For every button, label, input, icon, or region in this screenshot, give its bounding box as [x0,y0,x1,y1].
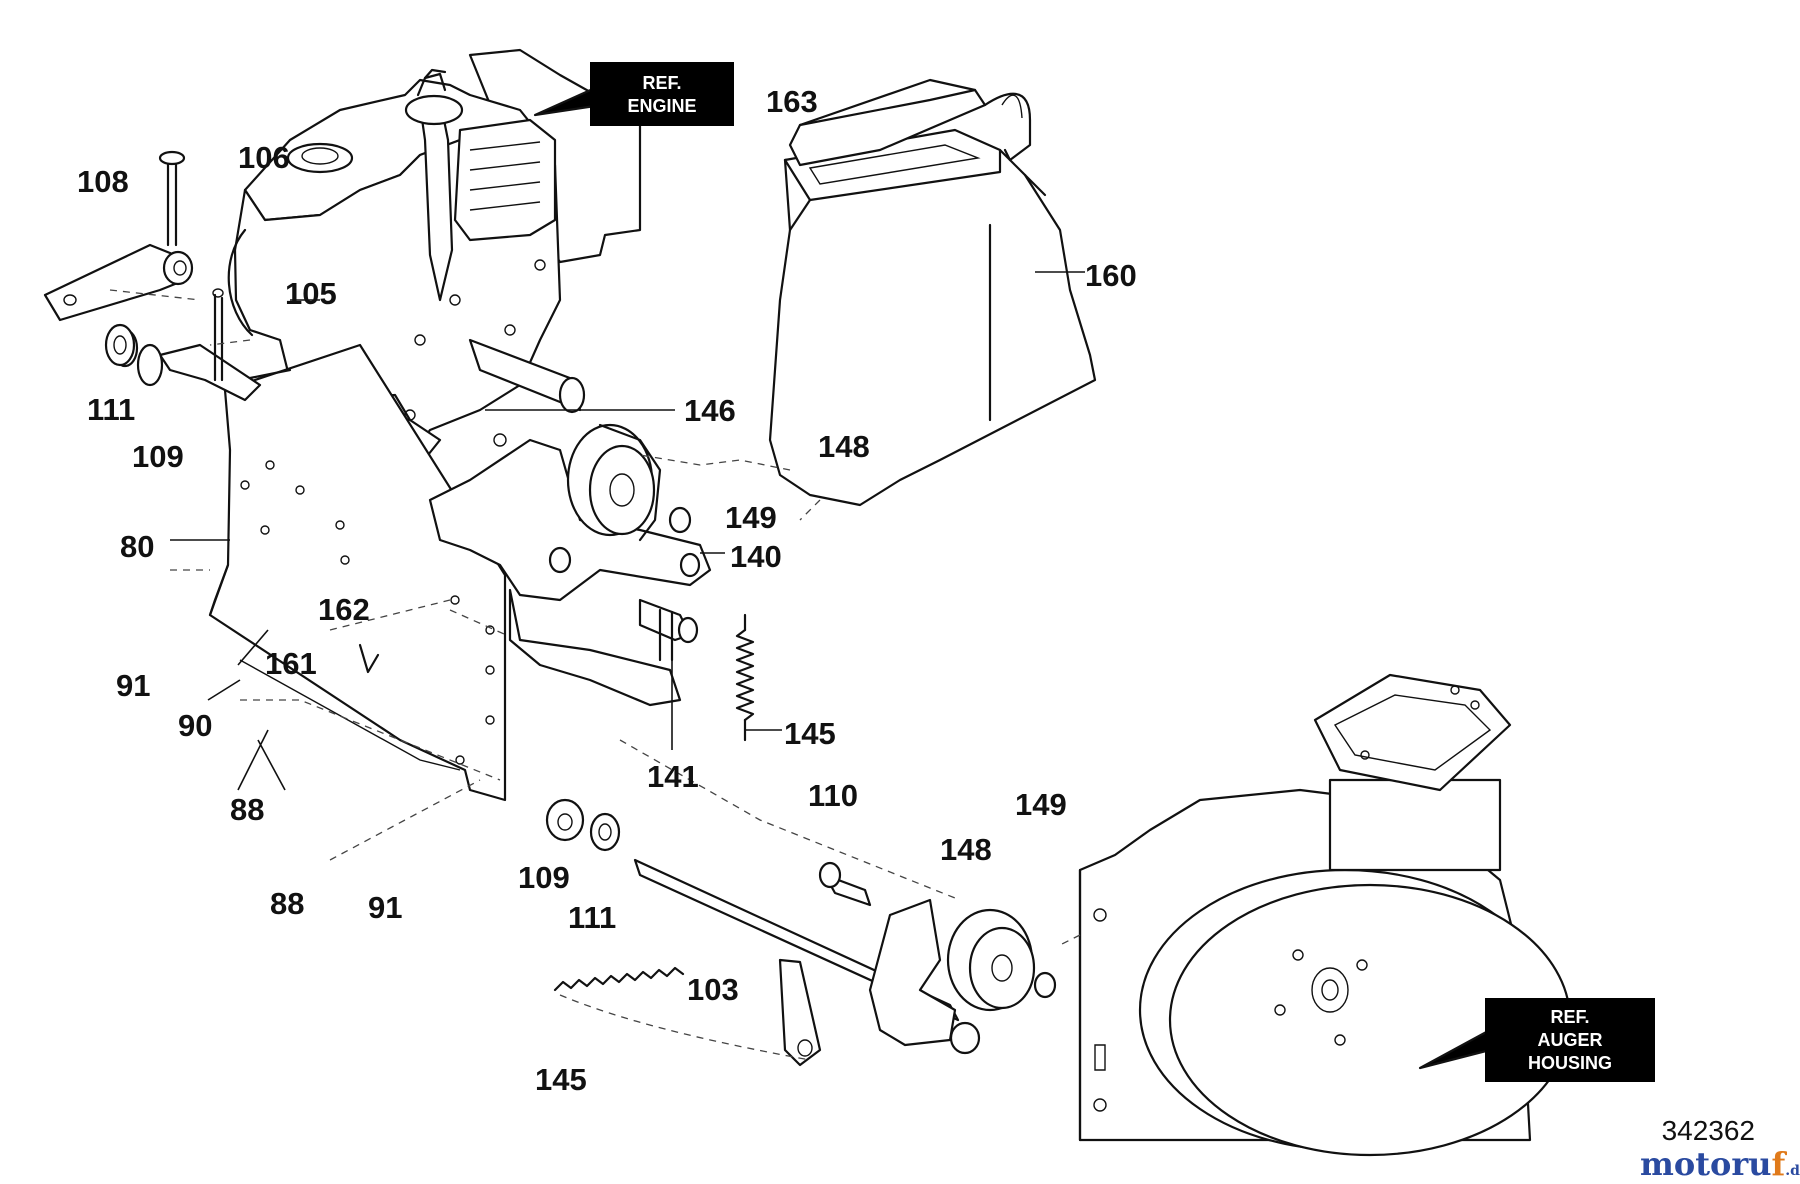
part-label-80: 80 [120,529,154,564]
part-label-111-b: 111 [568,900,616,935]
part-label-109-b: 109 [518,860,570,895]
part-label-145-b: 145 [535,1062,587,1097]
ref-auger-line3: HOUSING [1528,1053,1612,1073]
part-label-161: 161 [265,646,317,681]
part-label-108: 108 [77,164,129,199]
part-label-160: 160 [1085,258,1137,293]
watermark-logo: motoruf.de [1640,1145,1800,1183]
svg-text:motoruf.de: motoruf.de [1640,1145,1800,1179]
part-label-109-a: 109 [132,439,184,474]
part-label-148-b: 148 [940,832,992,867]
ref-auger-line2: AUGER [1537,1030,1602,1050]
part-label-106: 106 [238,140,290,175]
drawing-number: 342362 [1662,1115,1755,1146]
watermark-tld: .de [1785,1163,1800,1179]
small-parts-drawing [43,150,224,382]
part-label-90: 90 [178,708,212,743]
lower-linkage-drawing [545,798,1057,1067]
ref-auger-line1: REF. [1550,1007,1589,1027]
part-label-105: 105 [285,276,337,311]
part-label-163: 163 [766,84,818,119]
part-label-140: 140 [730,539,782,574]
ref-engine-box: REF. ENGINE [590,62,734,126]
watermark-brand-start: motoru [1640,1145,1771,1179]
leader-lines [109,271,1085,946]
part-label-145-a: 145 [784,716,836,751]
part-label-141: 141 [647,759,699,794]
part-label-91-a: 91 [116,668,150,703]
auger-housing-drawing [1078,673,1572,1157]
part-label-148-a: 148 [818,429,870,464]
chute-drawing [768,78,1097,507]
part-label-110: 110 [808,778,858,813]
ref-engine-line1: REF. [642,73,681,93]
part-label-91-b: 91 [368,890,402,925]
part-label-88-a: 88 [230,792,264,827]
ref-engine-line2: ENGINE [627,96,696,116]
part-label-88-b: 88 [270,886,304,921]
part-labels: 108 106 105 163 160 111 109 146 148 149 … [77,84,1137,1097]
part-label-146: 146 [684,393,736,428]
part-label-111-a: 111 [87,392,135,427]
part-label-149-b: 149 [1015,787,1067,822]
idler-arm-drawing [428,423,755,742]
part-label-162: 162 [318,592,370,627]
part-label-149-a: 149 [725,500,777,535]
part-label-103: 103 [687,972,739,1007]
ref-auger-box: REF. AUGER HOUSING [1485,998,1655,1082]
watermark-brand-end: f [1771,1145,1787,1179]
